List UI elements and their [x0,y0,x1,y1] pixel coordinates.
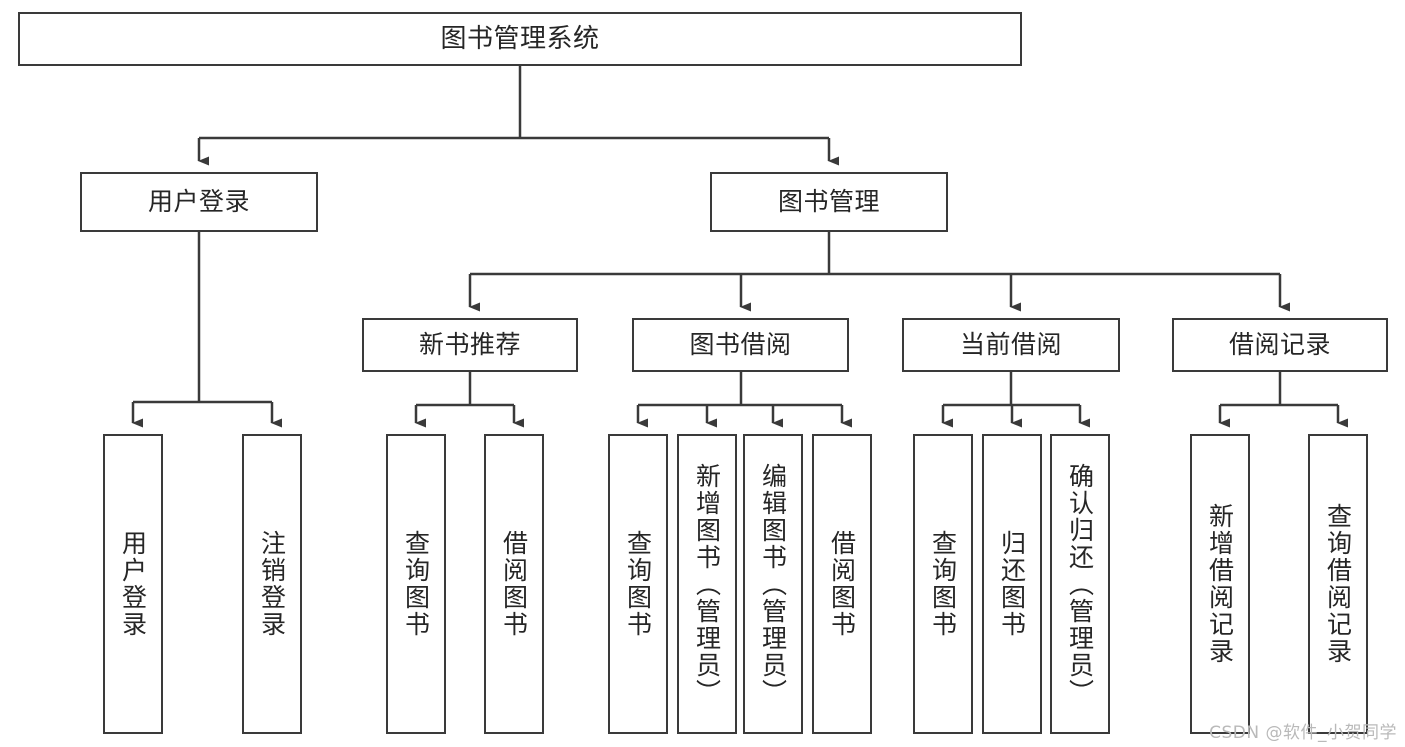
node-leaf-return-book[interactable]: 归还图书 [982,434,1042,734]
node-leaf-query-book-borrow[interactable]: 查询图书 [608,434,668,734]
node-label-book-manage: 图书管理 [777,187,880,217]
node-label-leaf-return-book: 归还图书 [997,530,1027,638]
node-book-manage[interactable]: 图书管理 [710,172,948,232]
node-book-borrow[interactable]: 图书借阅 [632,318,849,372]
node-leaf-edit-book[interactable]: 编辑图书（管理员） [743,434,803,734]
node-label-leaf-query-book-borrow: 查询图书 [623,530,653,638]
node-label-borrow-record: 借阅记录 [1228,330,1331,360]
node-leaf-borrow-book[interactable]: 借阅图书 [812,434,872,734]
node-leaf-query-book-current[interactable]: 查询图书 [913,434,973,734]
node-leaf-add-borrow-record[interactable]: 新增借阅记录 [1190,434,1250,734]
node-label-new-book-recommend: 新书推荐 [418,330,521,360]
node-label-leaf-query-book-current: 查询图书 [928,530,958,638]
node-leaf-borrow-book-recommend[interactable]: 借阅图书 [484,434,544,734]
node-label-leaf-edit-book: 编辑图书（管理员） [758,462,788,706]
node-root[interactable]: 图书管理系统 [18,12,1022,66]
node-label-leaf-borrow-book: 借阅图书 [827,530,857,638]
node-label-leaf-user-login: 用户登录 [118,530,148,638]
node-label-current-borrow: 当前借阅 [959,330,1062,360]
node-label-leaf-query-borrow-record: 查询借阅记录 [1323,503,1353,665]
node-borrow-record[interactable]: 借阅记录 [1172,318,1388,372]
node-new-book-recommend[interactable]: 新书推荐 [362,318,578,372]
node-label-leaf-add-borrow-record: 新增借阅记录 [1205,503,1235,665]
watermark-text: CSDN @软件_小贺同学 [1209,723,1397,743]
node-user-login[interactable]: 用户登录 [80,172,318,232]
node-label-book-borrow: 图书借阅 [689,330,792,360]
node-label-root: 图书管理系统 [440,23,600,54]
node-label-leaf-user-logout: 注销登录 [257,530,287,638]
node-label-leaf-query-book-recommend: 查询图书 [401,530,431,638]
node-label-user-login: 用户登录 [147,187,250,217]
node-leaf-user-login[interactable]: 用户登录 [103,434,163,734]
node-leaf-query-book-recommend[interactable]: 查询图书 [386,434,446,734]
node-label-leaf-add-book: 新增图书（管理员） [692,462,722,706]
node-label-leaf-borrow-book-recommend: 借阅图书 [499,530,529,638]
node-leaf-confirm-return[interactable]: 确认归还（管理员） [1050,434,1110,734]
node-leaf-add-book[interactable]: 新增图书（管理员） [677,434,737,734]
node-leaf-user-logout[interactable]: 注销登录 [242,434,302,734]
node-label-leaf-confirm-return: 确认归还（管理员） [1065,462,1095,706]
node-leaf-query-borrow-record[interactable]: 查询借阅记录 [1308,434,1368,734]
node-current-borrow[interactable]: 当前借阅 [902,318,1120,372]
